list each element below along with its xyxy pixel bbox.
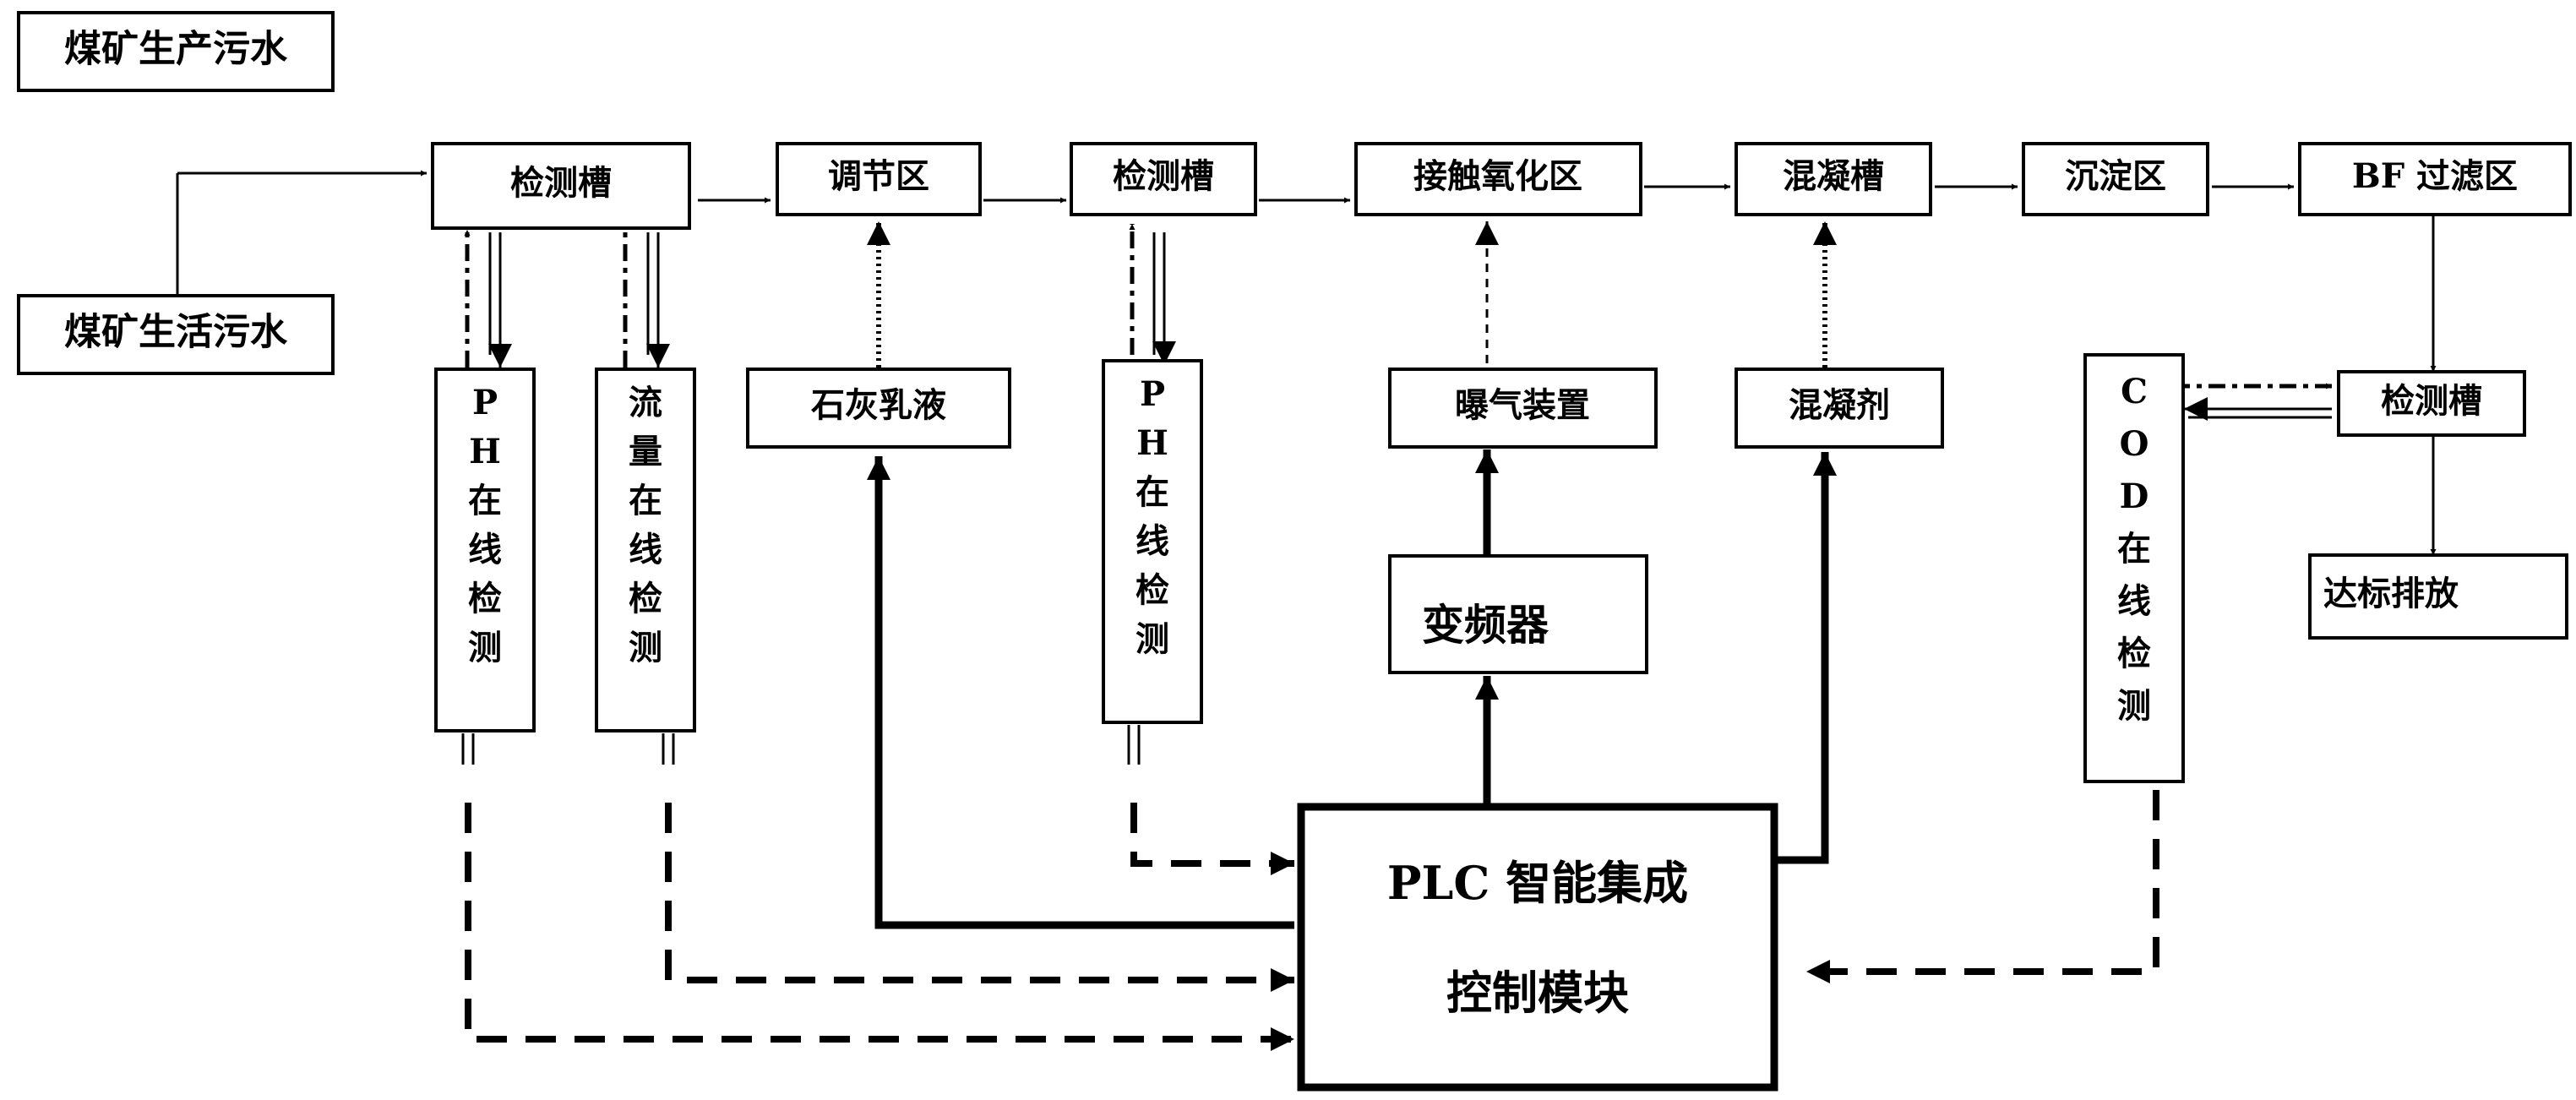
flow-detection-label: 流量在线检测 (629, 383, 662, 667)
source-coal-domestic: 煤矿生活污水 (17, 294, 335, 375)
frequency-converter-label: 变频器 (1422, 600, 1549, 650)
coagulant-label: 混凝剂 (1789, 385, 1890, 425)
coagulation-tank-label: 混凝槽 (1783, 156, 1884, 196)
aeration-device-label: 曝气装置 (1455, 385, 1590, 425)
detection-tank-1: 检测槽 (431, 142, 691, 230)
coal-production-label: 煤矿生产污水 (64, 28, 288, 71)
discharge-to-standard: 达标排放 (2308, 553, 2568, 640)
source-coal-production: 煤矿生产污水 (17, 11, 335, 92)
frequency-converter: 变频器 (1388, 554, 1648, 674)
lime-milk-label: 石灰乳液 (811, 385, 946, 425)
cod-signal-to-plc (1806, 790, 2159, 983)
detection-tank-2: 检测槽 (1070, 142, 1257, 216)
aeration-device: 曝气装置 (1388, 368, 1658, 449)
plc-to-coagulant (1774, 452, 1837, 864)
contact-oxidation-zone: 接触氧化区 (1354, 142, 1642, 216)
coagulant: 混凝剂 (1735, 368, 1944, 449)
sensor-sampling-lines (464, 221, 1176, 368)
contact-oxidation-label: 接触氧化区 (1413, 156, 1582, 196)
main-flow-lines (176, 170, 2437, 555)
dosing-dotted-lines (867, 221, 1837, 368)
plc-title-line1: PLC 智能集成 (1387, 856, 1688, 910)
regulating-zone: 调节区 (776, 142, 982, 216)
sedimentation-zone: 沉淀区 (2022, 142, 2209, 216)
detection-tank-2-label: 检测槽 (1113, 156, 1214, 196)
control-lines (867, 449, 1837, 929)
discharge-label: 达标排放 (2323, 574, 2459, 613)
coagulation-tank: 混凝槽 (1735, 142, 1932, 216)
plc-to-lime-milk (867, 456, 1294, 929)
coal-domestic-label: 煤矿生活污水 (64, 311, 288, 354)
plc-control-module: PLC 智能集成 控制模块 (1297, 803, 1778, 1092)
bf-filter-zone-label: BF 过滤区 (2352, 156, 2518, 196)
signal-dashed-lines (465, 790, 2159, 1051)
detection-tank-1-label: 检测槽 (510, 163, 612, 203)
detection-tank-3-label: 检测槽 (2381, 381, 2482, 421)
signal-lines (461, 725, 1141, 765)
lime-milk: 石灰乳液 (746, 368, 1011, 449)
cod-sampling-lines (2173, 383, 2332, 421)
regulating-zone-label: 调节区 (828, 156, 929, 196)
flow-online-detection: 流量在线检测 (595, 368, 696, 732)
flow-signal-to-plc (665, 803, 1294, 992)
detection-tank-3: 检测槽 (2337, 370, 2526, 437)
plc-title-line2: 控制模块 (1446, 966, 1629, 1020)
ph1-signal-to-plc (465, 803, 1294, 1051)
ph2-signal-to-plc (1130, 803, 1294, 875)
bf-filter-zone: BF 过滤区 (2298, 142, 2572, 216)
sedimentation-zone-label: 沉淀区 (2065, 156, 2166, 196)
